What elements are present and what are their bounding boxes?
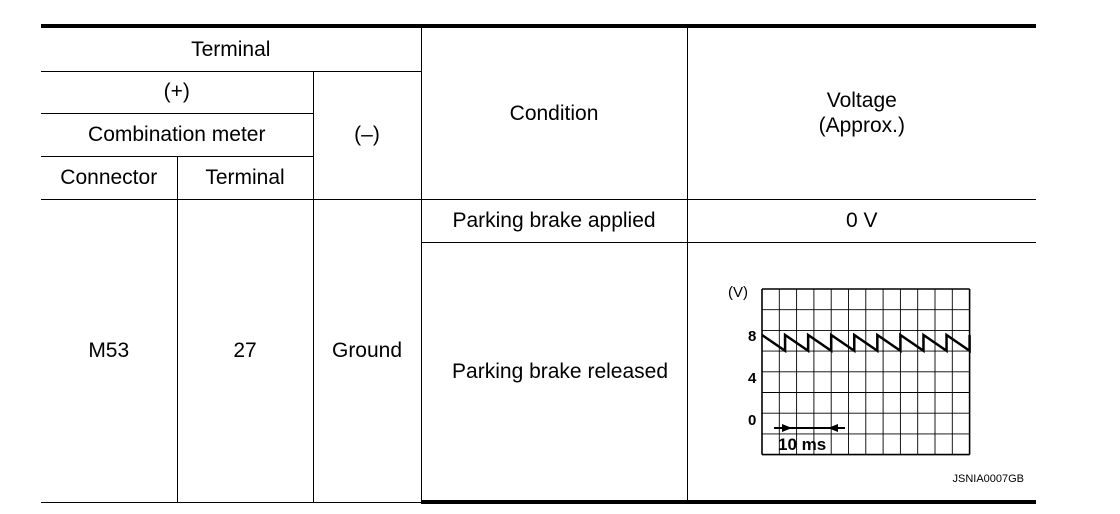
cell-condition-released-label: Parking brake released [452, 359, 669, 383]
time-label: 10 ms [778, 435, 826, 454]
cell-connector-m53: M53 [41, 198, 178, 503]
y-tick-4: 4 [748, 370, 757, 387]
header-condition: Condition [420, 24, 688, 200]
header-voltage-line2: (Approx.) [818, 114, 905, 138]
sawtooth-waveform [760, 332, 971, 353]
time-span-arrow [773, 423, 845, 432]
header-terminal: Terminal [41, 24, 422, 72]
cell-condition-applied: Parking brake applied [420, 198, 688, 243]
header-combination-meter: Combination meter [41, 112, 314, 157]
unit-label: (V) [728, 284, 748, 301]
header-voltage: Voltage (Approx.) [686, 24, 1037, 200]
cell-condition-released: Parking brake released [420, 241, 688, 504]
terminal-voltage-table-container: Terminal Condition Voltage (Approx.) (+)… [41, 24, 1037, 504]
header-connector: Connector [41, 155, 178, 200]
figure-id: JSNIA0007GB [952, 472, 1025, 485]
waveform-cell: (V) 8 4 0 10 ms JSNIA0007GB [686, 241, 1037, 504]
cell-terminal-27: 27 [176, 198, 314, 503]
cell-voltage-applied: 0 V [686, 198, 1037, 243]
y-tick-0: 0 [748, 412, 756, 429]
terminal-voltage-table: Terminal Condition Voltage (Approx.) (+)… [41, 24, 1037, 504]
header-minus: (–) [312, 70, 422, 200]
waveform-grid [760, 287, 970, 455]
cell-ground: Ground [312, 198, 422, 503]
header-voltage-line1: Voltage [826, 89, 897, 113]
header-plus: (+) [41, 70, 314, 114]
y-tick-8: 8 [748, 328, 756, 345]
header-terminal-sub: Terminal [176, 155, 314, 200]
waveform-graph: (V) 8 4 0 10 ms [728, 284, 971, 455]
